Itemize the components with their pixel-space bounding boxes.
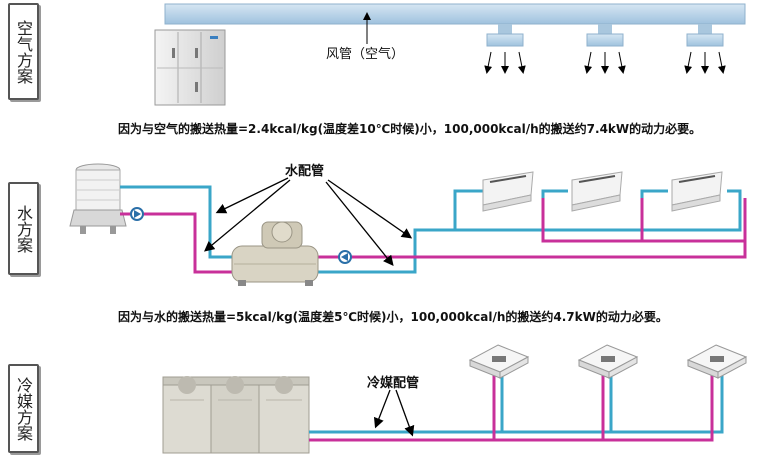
callout-arrow xyxy=(204,179,291,252)
callout-arrow xyxy=(325,181,394,267)
water-scheme-label: 水方案 xyxy=(8,182,39,275)
refrigerant-section xyxy=(162,344,748,454)
pump-icon xyxy=(130,207,144,221)
water-supply-pipe xyxy=(415,189,742,232)
water-section xyxy=(69,163,747,286)
air-caption: 因为与空气的搬送热量=2.4kcal/kg(温度差10℃时候)小，100,000… xyxy=(118,122,702,136)
callout-arrow xyxy=(215,177,289,214)
air-duct xyxy=(164,3,746,25)
water-supply-pipe xyxy=(120,185,232,259)
pump-icon xyxy=(338,250,352,264)
water-pipe-label: 水配管 xyxy=(285,164,325,179)
air-section xyxy=(154,3,746,106)
ceiling-cassette-unit xyxy=(482,171,534,212)
refrigerant-pipe-gas xyxy=(309,372,714,442)
water-supply-pipe xyxy=(640,189,668,230)
four-way-cassette-unit xyxy=(686,344,748,379)
outdoor-unit-module xyxy=(162,376,310,454)
ceiling-cassette-unit xyxy=(671,171,723,212)
duct-label: 风管（空气） xyxy=(326,47,405,62)
refrigerant-pipe-liquid xyxy=(309,372,724,434)
water-supply-pipe xyxy=(541,189,568,230)
air-handling-unit xyxy=(154,29,226,106)
duct-outlet xyxy=(584,24,626,74)
air-scheme-label: 空气方案 xyxy=(8,3,39,100)
refrigerant-pipe-label: 冷媒配管 xyxy=(367,376,420,391)
callout-arrow xyxy=(395,389,415,437)
callout-arrow xyxy=(373,389,391,429)
cooling-tower xyxy=(69,163,127,234)
water-return-pipe xyxy=(120,212,232,274)
four-way-cassette-unit xyxy=(577,344,639,379)
ceiling-cassette-unit xyxy=(571,171,623,212)
duct-outlet xyxy=(684,24,726,74)
refrigerant-scheme-label: 冷媒方案 xyxy=(8,364,39,453)
callout-arrow xyxy=(327,179,413,239)
duct-outlet xyxy=(484,24,526,74)
chiller-unit xyxy=(231,221,319,286)
water-caption: 因为与水的搬送热量=5kcal/kg(温度差5℃时候)小，100,000kcal… xyxy=(118,310,668,324)
four-way-cassette-unit xyxy=(468,344,530,379)
